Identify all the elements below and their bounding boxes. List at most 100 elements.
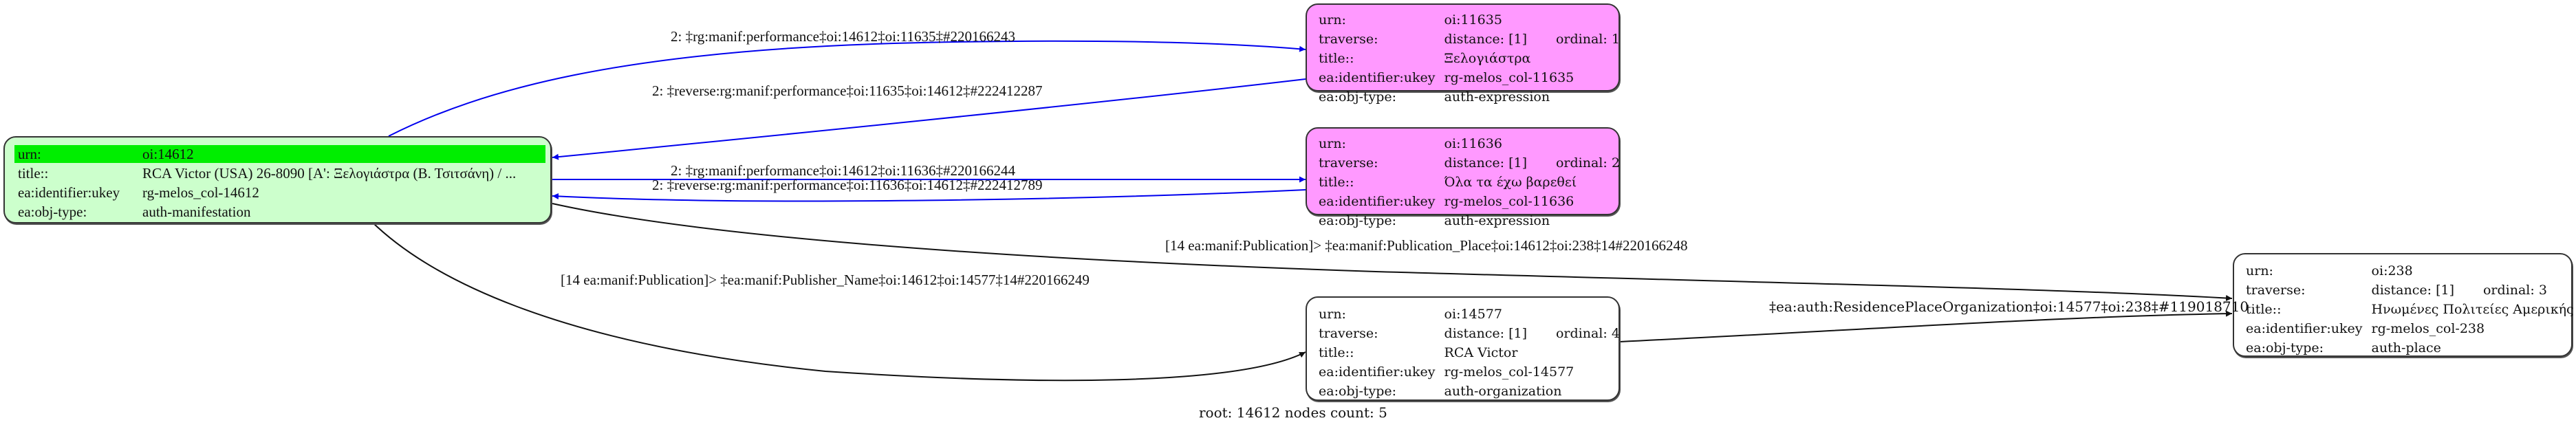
attr-key: ea:identifier:ukey [1319,364,1436,380]
attr-row-title: title::Ηνωμένες Πολιτείες Αμερικής [2242,300,2576,319]
attr-value: oi:11636 [1444,136,1502,151]
attr-row-ukey: ea:identifier:ukey rg-melos_col-238 [2242,319,2576,338]
attr-value: rg-melos_col-14612 [142,184,259,201]
attr-value: oi:14612 [139,145,545,163]
node-attributes: urn: oi:238 traverse: distance: [1] ordinal… [2242,261,2576,358]
attr-row-obj-type: ea:obj-type: auth-organization [1315,382,1623,401]
attr-key: ea:identifier:ukey [1319,70,1436,85]
attr-key: traverse: [1319,326,1378,341]
attr-key: urn: [1319,307,1346,322]
attr-row-urn: urn: oi:14612 [14,145,545,163]
attr-row-urn: urn: oi:11636 [1315,134,1623,153]
attr-value: rg-melos_col-11635 [1444,70,1574,85]
attr-row-title: title:: RCA Victor (USA) 26-8090 [A': Ξε… [14,164,545,182]
traverse-ordinal: ordinal: 4 [1555,326,1620,341]
attr-key: urn: [2246,263,2273,278]
attr-row-title: title::Ξελογιάστρα [1315,49,1623,68]
attr-key: ea:identifier:ukey [2246,321,2363,336]
attr-value: distance: [1] ordinal: 4 [1441,324,1623,343]
attr-value: oi:238 [2371,263,2413,278]
attr-row-urn: urn: oi:238 [2242,261,2576,281]
attr-key: urn: [1319,136,1346,151]
node-attributes: urn: oi:14577 traverse: distance: [1] ordin… [1315,305,1623,401]
traverse-ordinal: ordinal: 1 [1555,32,1620,47]
edge-e2[interactable] [552,78,1306,160]
edge-label-e2: 2: ‡reverse:rg:manif:performance‡oi:1163… [652,83,1043,99]
attr-key: urn: [14,145,139,163]
attr-key: ea:obj-type: [1319,89,1397,105]
traverse-distance: distance: [1] [1444,155,1527,171]
attr-key: title:: [18,165,49,182]
edge-label-e4: 2: ‡reverse:rg:manif:performance‡oi:1163… [652,177,1043,193]
attr-value: oi:14577 [1444,307,1502,322]
attr-value: distance: [1] ordinal: 2 [1441,153,1623,173]
attr-row-obj-type: ea:obj-type: auth-expression [1315,211,1623,230]
attr-row-obj-type: ea:obj-type: auth-manifestation [14,203,545,221]
traverse-ordinal: ordinal: 3 [2482,283,2547,298]
attr-value: auth-manifestation [142,204,251,220]
node-attributes: urn: oi:11635 traverse: distance: [1] ordin… [1315,10,1623,107]
edge-label-e3: 2: ‡rg:manif:performance‡oi:14612‡oi:116… [671,162,1016,179]
edge-label-e5: [14 ea:manif:Publication]> ‡ea:manif:Pub… [1165,237,1688,254]
attr-row-ukey: ea:identifier:ukey rg-melos_col-11635 [1315,68,1623,87]
node-oi-11635[interactable]: urn: oi:11635 traverse: distance: [1] ordin… [1306,3,1620,105]
node-attributes: urn: oi:14612 title:: RCA Victor (USA) 2… [14,144,545,222]
attr-key: title:: [1319,345,1354,360]
attr-row-title: title::Όλα τα έχω βαρεθεί [1315,173,1623,192]
attr-value: Ηνωμένες Πολιτείες Αμερικής [2371,302,2574,317]
node-oi-11636[interactable]: urn: oi:11636 traverse: distance: [1] ordin… [1306,127,1620,228]
attr-value: auth-expression [1444,213,1550,228]
edge-label-e6: [14 ea:manif:Publication]> ‡ea:manif:Pub… [561,272,1090,288]
attr-key: traverse: [1319,32,1378,47]
attr-value: Όλα τα έχω βαρεθεί [1444,175,1577,190]
attr-row-urn: urn: oi:11635 [1315,10,1623,30]
attr-value: RCA Victor (USA) 26-8090 [A': Ξελογιάστρ… [142,165,517,182]
edge-e4[interactable] [552,189,1306,202]
attr-row-traverse: traverse: distance: [1] ordinal: 1 [1315,30,1623,49]
attr-row-title: title::RCA Victor [1315,343,1623,362]
attr-value: rg-melos_col-11636 [1444,194,1574,209]
attr-key: title:: [1319,51,1354,66]
edge-e7[interactable] [1619,310,2233,342]
attr-key: traverse: [1319,155,1378,171]
attr-row-ukey: ea:identifier:ukey rg-melos_col-14577 [1315,362,1623,382]
node-oi-14577[interactable]: urn: oi:14577 traverse: distance: [1] ordin… [1306,296,1620,401]
edge-e5[interactable] [552,203,2233,301]
node-oi-14612[interactable]: urn: oi:14612 title:: RCA Victor (USA) 2… [3,136,552,223]
attr-value: Ξελογιάστρα [1444,51,1531,66]
attr-key: title:: [1319,175,1354,190]
attr-row-traverse: traverse: distance: [1] ordinal: 3 [2242,281,2576,300]
traverse-distance: distance: [1] [1444,32,1527,47]
attr-row-traverse: traverse: distance: [1] ordinal: 2 [1315,153,1623,173]
edge-e6[interactable] [371,221,1306,382]
attr-value: distance: [1] ordinal: 3 [2368,281,2576,300]
attr-value: auth-organization [1444,384,1562,399]
traverse-distance: distance: [1] [1444,326,1527,341]
attr-key: title:: [2246,302,2282,317]
attr-row-ukey: ea:identifier:ukey rg-melos_col-14612 [14,184,545,201]
node-oi-238[interactable]: urn: oi:238 traverse: distance: [1] ordinal… [2233,253,2576,358]
attr-value: oi:11635 [1444,12,1502,28]
attr-row-obj-type: ea:obj-type:auth-expression [1315,87,1623,107]
attr-key: ea:identifier:ukey [1319,194,1436,209]
attr-key: ea:obj-type: [1319,384,1397,399]
attr-key: ea:obj-type: [2246,340,2324,355]
node-attributes: urn: oi:11636 traverse: distance: [1] ordin… [1315,134,1623,230]
traverse-distance: distance: [1] [2371,283,2454,298]
edge-label-e1: 2: ‡rg:manif:performance‡oi:14612‡oi:116… [671,28,1016,45]
attr-key: urn: [1319,12,1346,28]
attr-value: distance: [1] ordinal: 1 [1441,30,1623,49]
edge-label-e7: ‡ea:auth:ResidencePlaceOrganization‡oi:1… [1769,298,2249,315]
attr-value: rg-melos_col-14577 [1444,364,1574,380]
traverse-ordinal: ordinal: 2 [1555,155,1620,171]
attr-row-ukey: ea:identifier:ukey rg-melos_col-11636 [1315,192,1623,211]
graph-footer: root: 14612 nodes count: 5 [1199,404,1387,421]
attr-row-urn: urn: oi:14577 [1315,305,1623,324]
attr-value: auth-place [2371,340,2441,355]
attr-row-obj-type: ea:obj-type: auth-place [2242,338,2576,358]
edge-e1[interactable] [388,40,1306,137]
attr-key: traverse: [2246,283,2306,298]
attr-value: rg-melos_col-238 [2371,321,2485,336]
attr-key: ea:obj-type: [1319,213,1397,228]
